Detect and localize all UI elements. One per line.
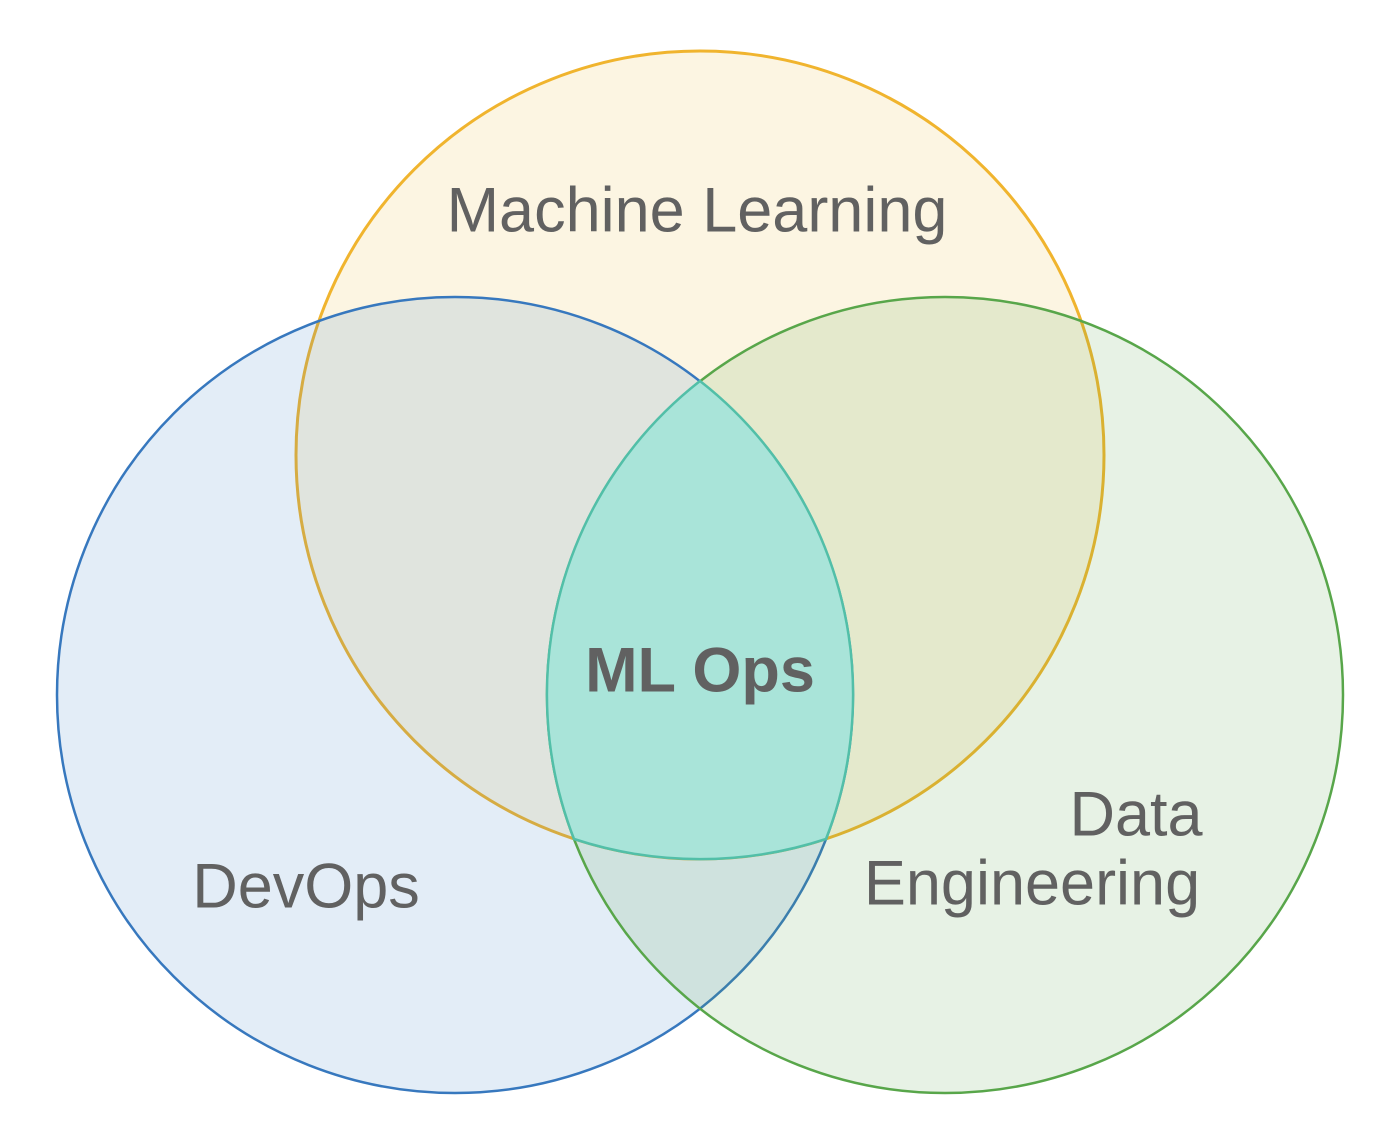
mlops-intersection-region (545, 379, 855, 861)
data-engineering-label-line1: Data (1069, 779, 1203, 850)
mlops-label: ML Ops (585, 635, 815, 706)
devops-label: DevOps (192, 851, 420, 922)
data-engineering-label-line2: Engineering (863, 848, 1201, 919)
machine-learning-label: Machine Learning (446, 175, 948, 246)
